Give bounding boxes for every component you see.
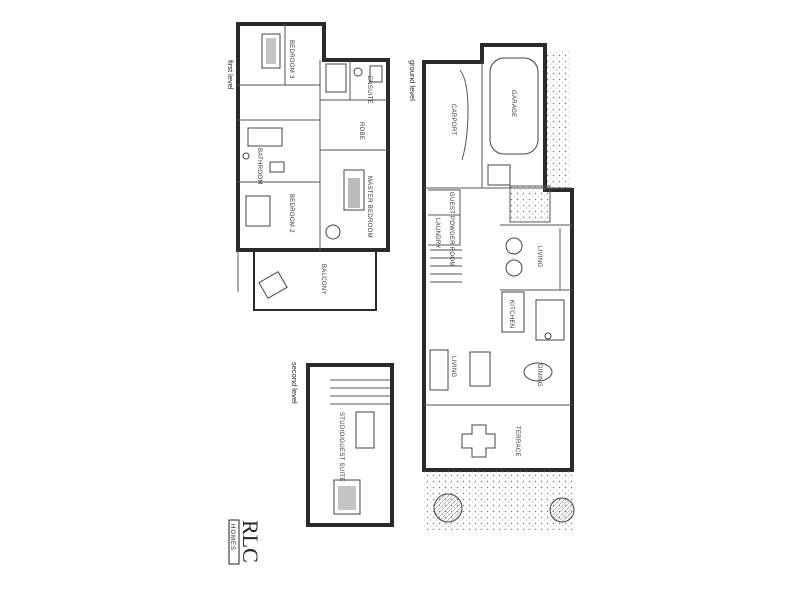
level-label-ground: ground level	[408, 60, 417, 101]
room-label-bedroom-2: BEDROOM 2	[288, 194, 294, 233]
room-label-living-1: LIVING	[536, 246, 542, 268]
room-label-ensuite: ENSUITE	[366, 76, 372, 104]
room-labels: BEDROOM 3 ENSUITE ROBE BATHROOM MASTER B…	[256, 40, 542, 482]
room-label-kitchen: KITCHEN	[508, 300, 514, 328]
rlc-homes-logo: RLC HOMES	[228, 519, 263, 565]
level-label-second: second level	[290, 362, 299, 404]
level-label-first: first level	[226, 60, 235, 90]
room-label-living-2: LIVING	[450, 356, 456, 378]
room-label-master-bedroom: MASTER BEDROOM	[366, 176, 372, 238]
logo-sub-text: HOMES	[229, 524, 235, 551]
room-label-terrace: TERRACE	[514, 426, 520, 457]
room-label-laundry: LAUNDRY	[434, 218, 440, 249]
room-label-guest-powder-room: GUEST POWDER ROOM	[448, 192, 454, 267]
level-labels: first level ground level second level	[226, 60, 417, 404]
first-level-plan	[236, 22, 390, 311]
ground-level-plan	[422, 43, 575, 530]
room-label-robe: ROBE	[358, 122, 364, 140]
room-label-studio-guest-suite: STUDIO/GUEST SUITE	[338, 412, 344, 482]
room-label-dining: DINING	[536, 364, 542, 387]
room-label-carport: CARPORT	[450, 104, 456, 135]
room-label-bedroom-3: BEDROOM 3	[288, 40, 294, 79]
room-label-garage: GARAGE	[510, 90, 516, 117]
logo-main-text: RLC	[238, 520, 263, 563]
room-label-balcony: BALCONY	[320, 264, 326, 295]
second-level-plan	[306, 363, 394, 527]
room-label-bathroom: BATHROOM	[256, 148, 262, 185]
